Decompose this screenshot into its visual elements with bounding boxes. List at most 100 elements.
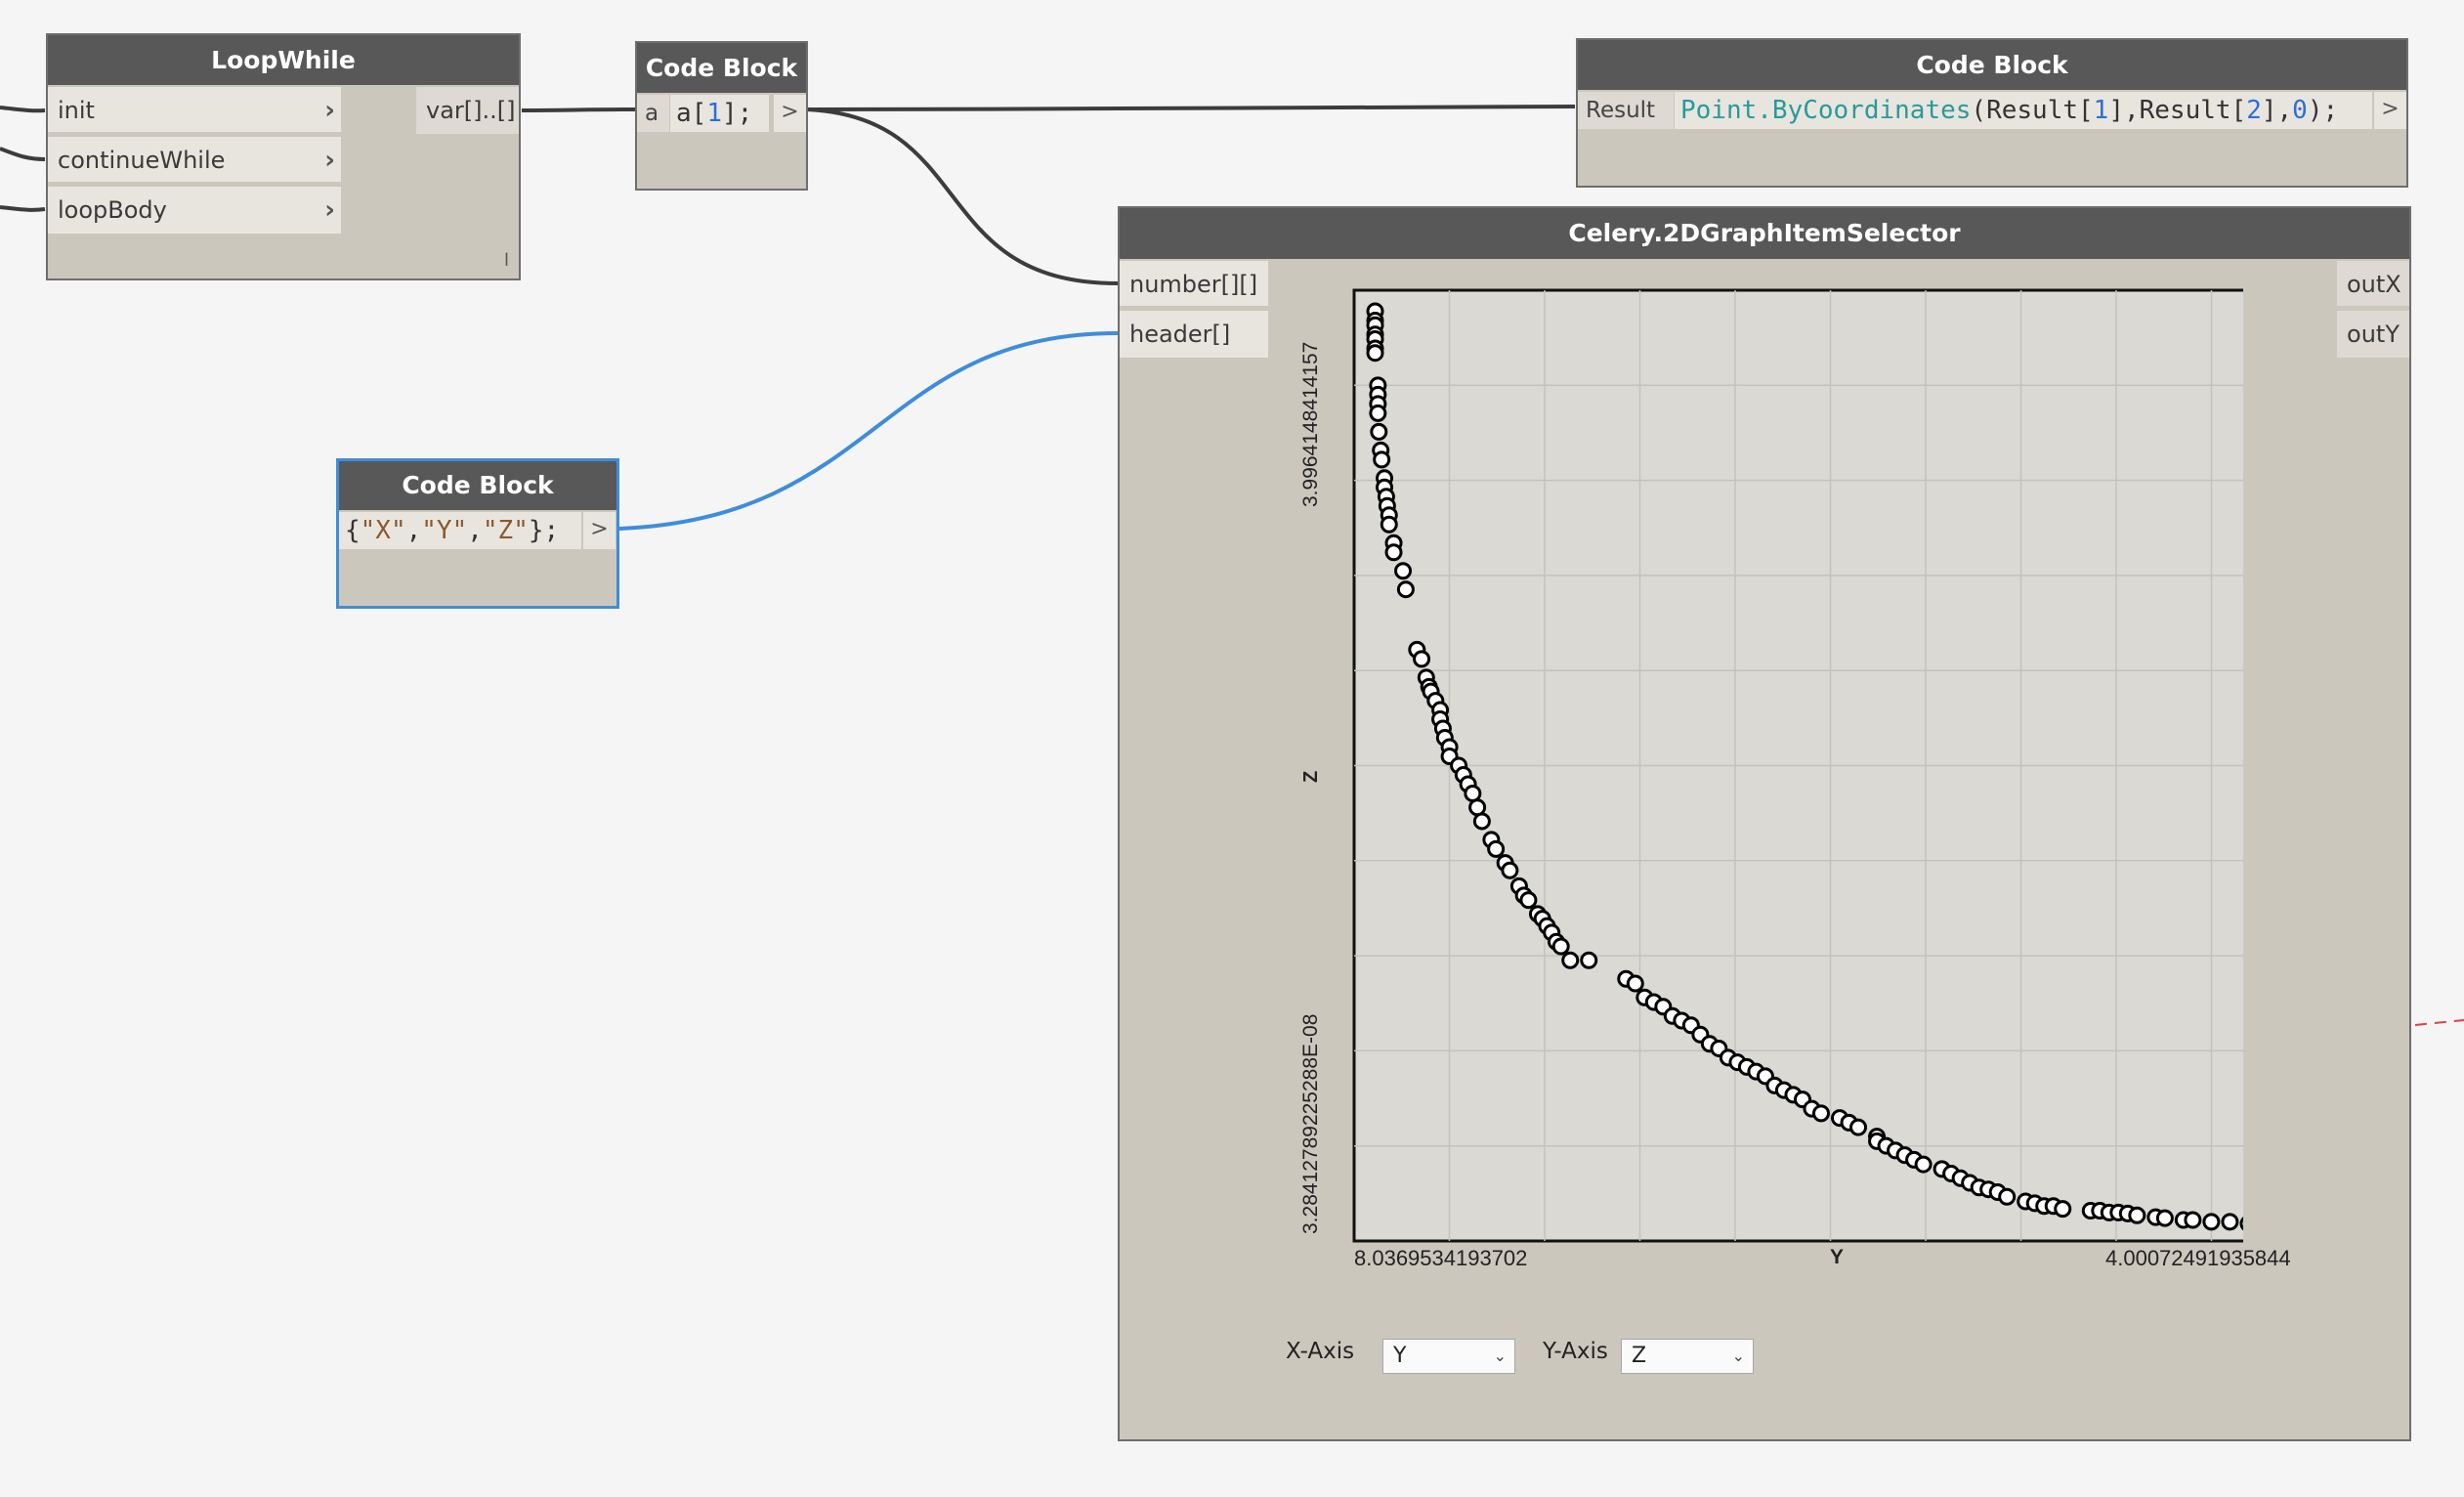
output-port-button[interactable]: >	[773, 95, 806, 132]
node-title: Celery.2DGraphItemSelector	[1120, 208, 2409, 259]
input-port-number[interactable]: number[][]	[1120, 261, 1268, 308]
scatter-point[interactable]	[2155, 1209, 2174, 1227]
scatter-point[interactable]	[1472, 812, 1491, 831]
x-axis-selector-label: X-Axis	[1286, 1339, 1355, 1364]
x-axis-dropdown-value: Y	[1393, 1344, 1407, 1368]
y-axis-min-label: 3.28412789225288E-08	[1299, 1014, 1322, 1234]
x-axis-dropdown[interactable]: Y ⌄	[1382, 1339, 1515, 1374]
input-port-header[interactable]: header[]	[1120, 311, 1268, 358]
node-title: Code Block	[637, 43, 806, 93]
scatter-point[interactable]	[1394, 562, 1413, 580]
chevron-right-icon: ›	[324, 96, 335, 125]
port-label: outX	[2347, 271, 2401, 298]
scatter-point[interactable]	[1370, 422, 1388, 441]
input-port-loopbody[interactable]: loopBody ›	[48, 187, 341, 234]
port-label: number[][]	[1129, 271, 1258, 298]
code-block-index-node[interactable]: Code Block a a[1]; >	[635, 41, 808, 191]
scatter-point[interactable]	[2128, 1206, 2146, 1224]
scatter-plot[interactable]: 3.9964148414157 Z 3.28412789225288E-08	[1266, 267, 2243, 1244]
x-axis-min-label: 8.0369534193702	[1354, 1246, 1528, 1270]
output-port-button[interactable]: >	[582, 512, 616, 549]
input-port-a[interactable]: a	[637, 95, 670, 132]
scatter-point[interactable]	[1373, 450, 1391, 469]
scatter-point[interactable]	[1487, 839, 1506, 858]
scatter-point[interactable]	[1384, 543, 1403, 562]
y-axis-max-label: 3.9964148414157	[1299, 342, 1322, 507]
node-title: LoopWhile	[48, 35, 519, 85]
port-label: loopBody	[58, 196, 167, 224]
wire-code-to-graph	[806, 107, 1119, 285]
code-keyword: Point.ByCoordinates	[1680, 96, 1972, 125]
node-title: Code Block	[1578, 40, 2406, 90]
input-port-continuewhile[interactable]: continueWhile ›	[48, 137, 341, 184]
code-editor[interactable]: a[1];	[670, 95, 769, 132]
scatter-point[interactable]	[2221, 1213, 2239, 1231]
scatter-point[interactable]	[1580, 951, 1598, 969]
code-text: );	[2307, 96, 2339, 125]
scatter-point[interactable]	[1396, 580, 1415, 599]
code-text: a[	[676, 99, 707, 128]
output-port-var[interactable]: var[]..[]	[416, 87, 519, 134]
scatter-point[interactable]	[1849, 1118, 1868, 1136]
wire-header-to-graph	[618, 331, 1119, 531]
scatter-point[interactable]	[1369, 404, 1387, 422]
scatter-point[interactable]	[1914, 1155, 1933, 1174]
input-port-init[interactable]: init ›	[48, 87, 341, 134]
port-label: continueWhile	[58, 147, 226, 174]
port-label: var[]..[]	[426, 97, 516, 124]
code-text: ],	[2261, 96, 2293, 125]
scatter-point[interactable]	[1561, 951, 1580, 969]
x-axis-max-label: 4.00072491935844	[2105, 1246, 2291, 1270]
plot-points[interactable]	[1366, 302, 2243, 1234]
chevron-down-icon: ⌄	[1731, 1347, 1745, 1365]
code-number: 1	[2093, 96, 2109, 125]
chevron-right-icon: ›	[324, 146, 335, 175]
x-axis-title: Y	[1830, 1246, 1845, 1268]
code-editor[interactable]: {"X","Y","Z"};	[339, 512, 581, 549]
code-string: "X"	[360, 516, 406, 545]
output-port-button[interactable]: >	[2373, 92, 2406, 129]
code-text: {	[345, 516, 361, 545]
port-label: outY	[2347, 321, 2400, 348]
output-port-outy[interactable]: outY	[2337, 311, 2409, 358]
scatter-point[interactable]	[2239, 1217, 2243, 1231]
scatter-point[interactable]	[1811, 1104, 1830, 1123]
plot-grid	[1354, 290, 2243, 1241]
wire-loopbody-in	[0, 205, 46, 212]
scatter-point[interactable]	[1998, 1187, 2017, 1206]
chevron-down-icon: ⌄	[1493, 1347, 1507, 1365]
code-editor[interactable]: Point.ByCoordinates(Result[1],Result[2],…	[1675, 92, 2372, 129]
code-block-point-node[interactable]: Code Block Result Point.ByCoordinates(Re…	[1576, 38, 2408, 188]
input-port-result[interactable]: Result	[1578, 92, 1675, 129]
code-string: "Z"	[482, 516, 529, 545]
scatter-point[interactable]	[2202, 1213, 2221, 1231]
wire-continue-in	[0, 147, 46, 161]
graph-selector-node[interactable]: Celery.2DGraphItemSelector number[][] he…	[1118, 206, 2411, 1441]
code-text: };	[528, 516, 560, 545]
code-string: "Y"	[421, 516, 468, 545]
node-footer-mark: l	[503, 250, 509, 271]
wire-dashed-out	[2414, 1019, 2464, 1026]
scatter-point[interactable]	[2054, 1200, 2072, 1219]
code-text: ];	[721, 99, 753, 128]
code-block-headers-node[interactable]: Code Block {"X","Y","Z"}; >	[336, 458, 619, 609]
scatter-point[interactable]	[1366, 344, 1384, 363]
y-axis-title: Z	[1300, 771, 1322, 783]
code-number: 2	[2246, 96, 2262, 125]
scatter-point[interactable]	[2184, 1211, 2202, 1229]
scatter-point[interactable]	[1501, 861, 1519, 879]
wire-code-to-point	[806, 105, 1576, 111]
loopwhile-node[interactable]: LoopWhile init › continueWhile › loopBod…	[46, 33, 521, 280]
node-title: Code Block	[339, 461, 616, 510]
chevron-right-icon: ›	[324, 195, 335, 225]
scatter-point[interactable]	[1551, 937, 1570, 956]
port-label: init	[58, 97, 95, 124]
code-text: ,	[405, 516, 422, 545]
y-axis-dropdown[interactable]: Z ⌄	[1621, 1339, 1754, 1374]
output-port-outx[interactable]: outX	[2337, 261, 2409, 308]
scatter-point[interactable]	[1626, 974, 1644, 993]
scatter-point[interactable]	[1519, 891, 1538, 910]
scatter-point[interactable]	[1380, 515, 1398, 534]
code-text: (Result[	[1971, 96, 2094, 125]
scatter-point[interactable]	[1413, 650, 1431, 668]
